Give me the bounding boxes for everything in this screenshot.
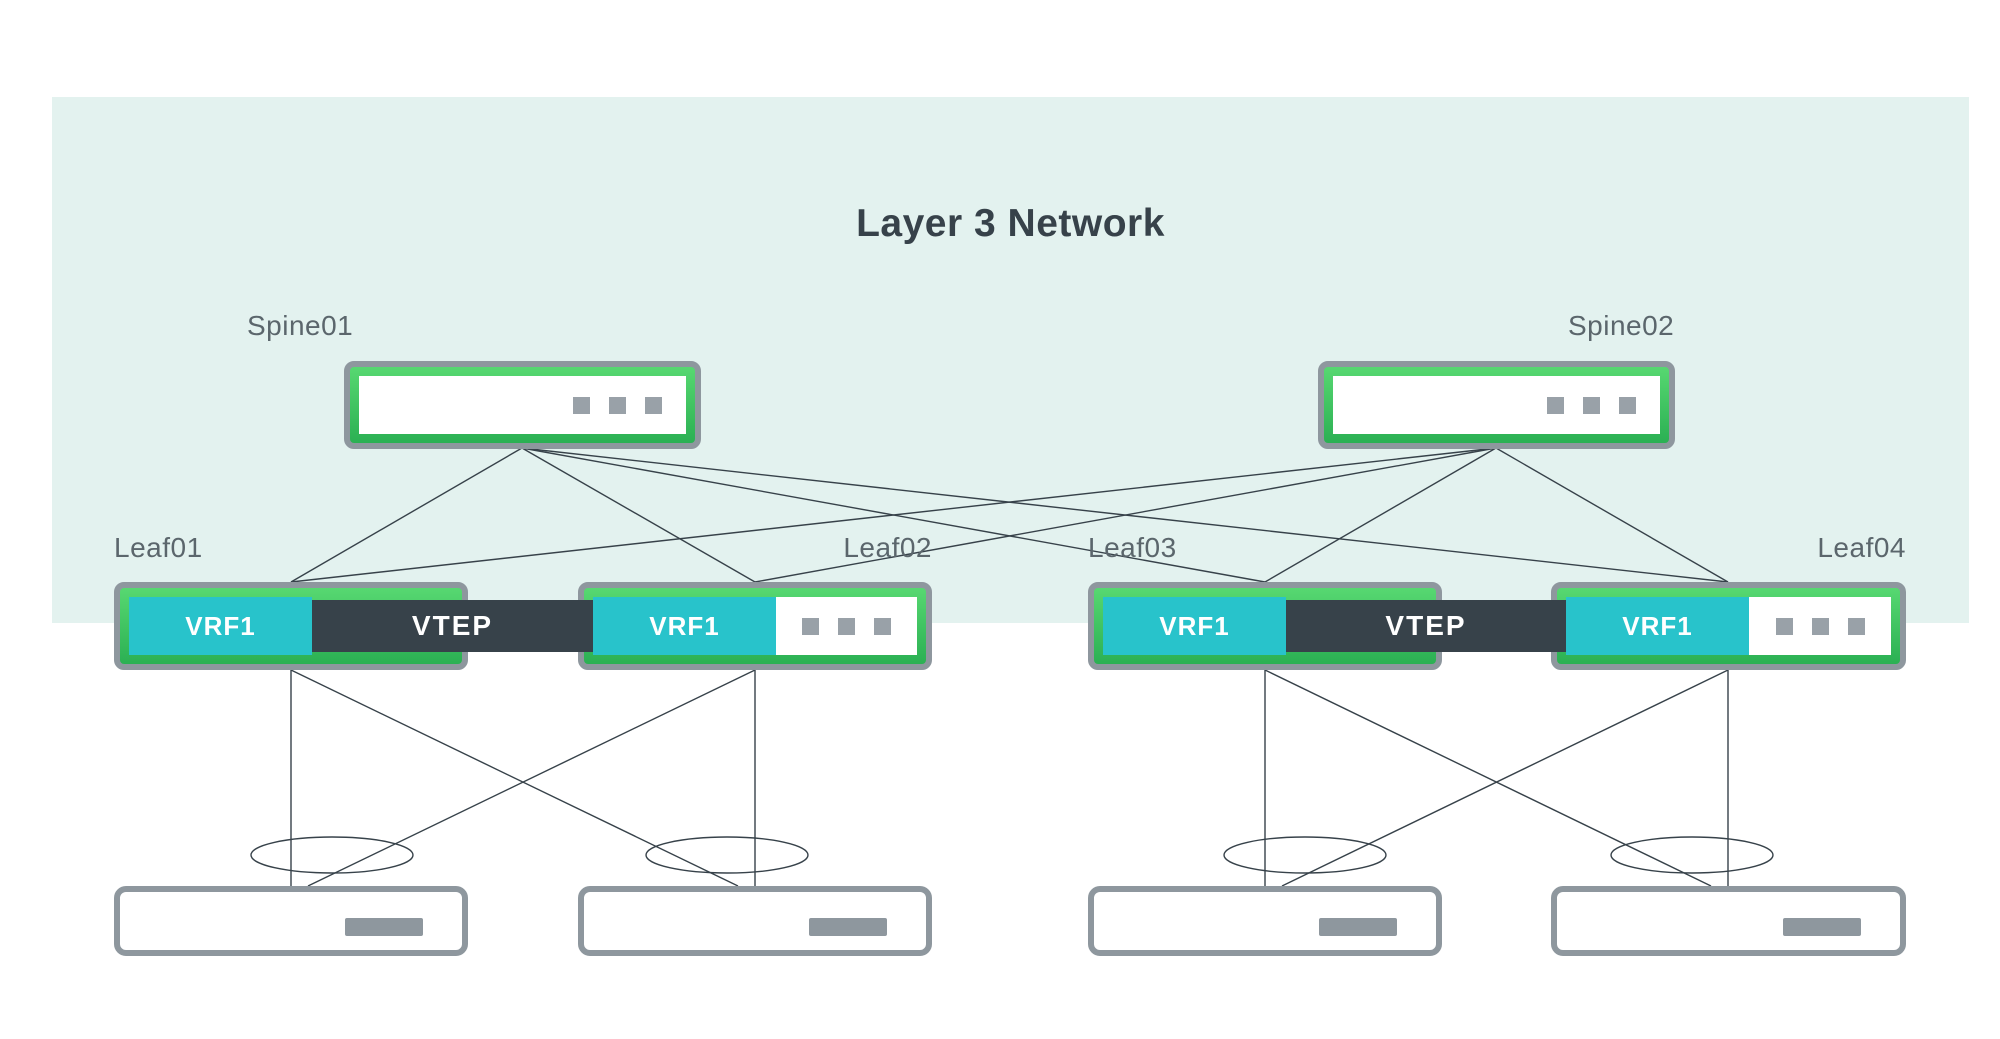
- leaf03-label: Leaf03: [1088, 532, 1177, 563]
- port-dot-icon: [1619, 396, 1636, 414]
- port-dot-icon: [874, 617, 891, 635]
- port-dot-icon: [1547, 396, 1564, 414]
- leaf04-faceplate: VRF1: [1566, 597, 1891, 655]
- port-dot-icon: [609, 396, 626, 414]
- port-dot-icon: [1811, 617, 1829, 635]
- server-slot-bar-icon: [345, 918, 423, 936]
- port-dots: [1547, 396, 1636, 414]
- lag-ellipse: [250, 836, 414, 874]
- spine01-label: Spine01: [247, 310, 354, 341]
- leaf02-port-panel: [776, 597, 917, 655]
- server-box-1: [114, 886, 468, 956]
- leaf03-vrf-box: VRF1: [1103, 597, 1286, 655]
- server-slot-bar-icon: [1783, 918, 1861, 936]
- leaf03-faceplate: VRF1: [1103, 597, 1427, 655]
- leaf01-label: Leaf01: [114, 532, 203, 563]
- lag-ellipse: [1223, 836, 1387, 874]
- link-aggregation-ellipses: [250, 836, 1774, 874]
- leaf02-switch: VRF1: [578, 582, 932, 670]
- port-dot-icon: [802, 617, 819, 635]
- port-dots: [802, 617, 891, 635]
- server-box-4: [1551, 886, 1906, 956]
- spine01-switch: [344, 361, 701, 449]
- spine01-faceplate: [359, 376, 686, 434]
- leaf02-vrf-box: VRF1: [593, 597, 776, 655]
- lag-ellipse: [645, 836, 809, 874]
- leaf04-vrf-box: VRF1: [1566, 597, 1749, 655]
- leaf04-switch: VRF1: [1551, 582, 1906, 670]
- port-dots: [1775, 617, 1865, 635]
- server-slot-bar-icon: [1319, 918, 1397, 936]
- spine02-faceplate: [1333, 376, 1660, 434]
- server-box-3: [1088, 886, 1442, 956]
- leaf02-faceplate: VRF1: [593, 597, 917, 655]
- layer3-network-title: Layer 3 Network: [856, 202, 1165, 245]
- port-dot-icon: [1583, 396, 1600, 414]
- port-dots: [573, 396, 662, 414]
- port-dot-icon: [645, 396, 662, 414]
- leaf01-faceplate: VRF1: [129, 597, 453, 655]
- server-slot-bar-icon: [809, 918, 887, 936]
- vtep-link-2: VTEP: [1286, 600, 1566, 652]
- leaf01-vrf-box: VRF1: [129, 597, 312, 655]
- spine02-label: Spine02: [1568, 310, 1675, 341]
- port-dot-icon: [838, 617, 855, 635]
- leaf02-label: Leaf02: [843, 532, 932, 563]
- port-dot-icon: [573, 396, 590, 414]
- leaf04-label: Leaf04: [1817, 532, 1906, 563]
- spine02-switch: [1318, 361, 1675, 449]
- vtep-link-1: VTEP: [312, 600, 593, 652]
- port-dot-icon: [1775, 617, 1793, 635]
- port-dot-icon: [1847, 617, 1865, 635]
- lag-ellipse: [1610, 836, 1774, 874]
- server-box-2: [578, 886, 932, 956]
- leaf04-port-panel: [1749, 597, 1891, 655]
- leaf-server-links: [290, 669, 1729, 887]
- spine-leaf-links: [290, 447, 1729, 583]
